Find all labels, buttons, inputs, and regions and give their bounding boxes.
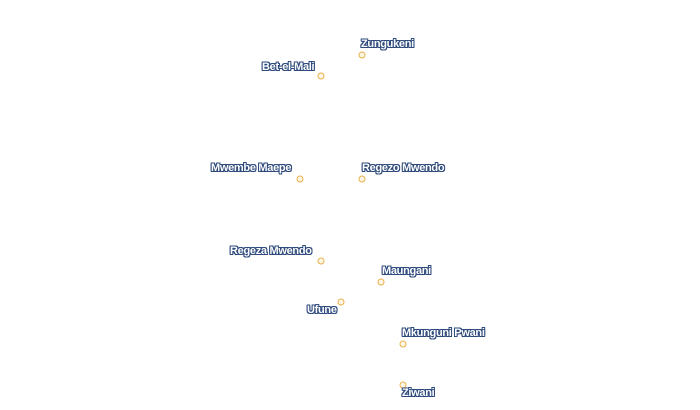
place-marker-regeza-mwendo[interactable] xyxy=(317,257,325,265)
place-label-ufune[interactable]: Ufune xyxy=(307,304,337,316)
place-label-zungukeni[interactable]: Zungukeni xyxy=(361,38,414,50)
place-label-mkunguni-pwani[interactable]: Mkunguni Pwani xyxy=(402,327,485,339)
place-marker-mwembe-maepe[interactable] xyxy=(296,175,304,183)
place-marker-maungani[interactable] xyxy=(377,278,385,286)
place-marker-mkunguni-pwani[interactable] xyxy=(399,340,407,348)
place-label-regeza-mwendo[interactable]: Regeza Mwendo xyxy=(230,245,312,257)
place-marker-ufune[interactable] xyxy=(337,298,345,306)
place-marker-regezo-mwendo[interactable] xyxy=(358,175,366,183)
place-marker-zungukeni[interactable] xyxy=(358,51,366,59)
place-marker-ziwani[interactable] xyxy=(399,381,407,389)
place-label-regezo-mwendo[interactable]: Regezo Mwendo xyxy=(362,162,445,174)
place-label-mwembe-maepe[interactable]: Mwembe Maepe xyxy=(211,162,292,174)
place-label-ziwani[interactable]: Ziwani xyxy=(402,387,435,399)
place-label-maungani[interactable]: Maungani xyxy=(382,265,431,277)
place-label-bet-el-mali[interactable]: Bet-el-Mali xyxy=(262,61,315,73)
place-marker-bet-el-mali[interactable] xyxy=(317,72,325,80)
